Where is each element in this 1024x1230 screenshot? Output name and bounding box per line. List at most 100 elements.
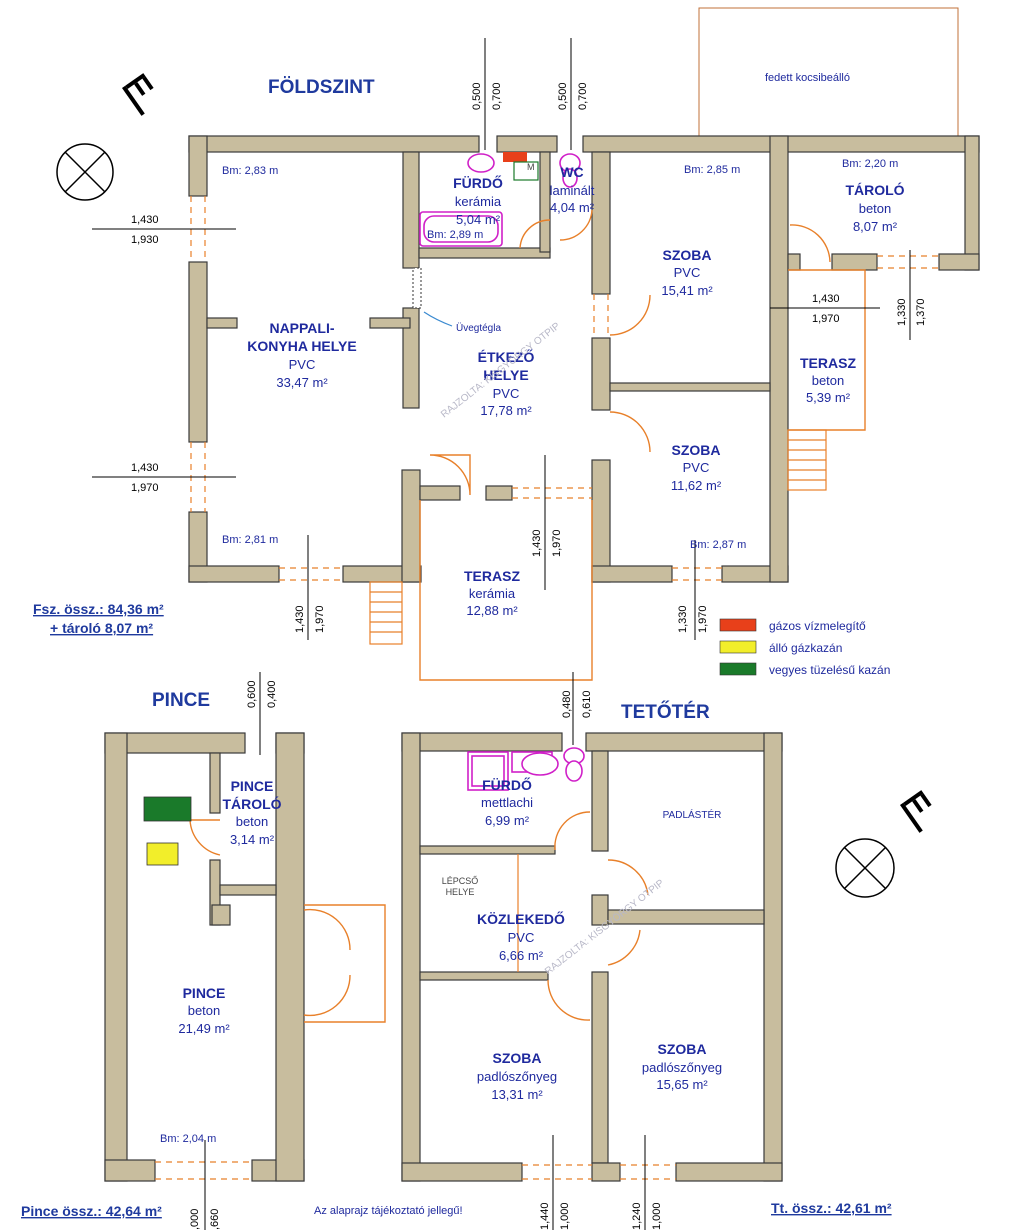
dim-top-wc-a: 0,500 <box>557 82 569 110</box>
dim-stair-b: 0,610 <box>581 690 593 718</box>
attic-fixtures <box>467 747 585 791</box>
room-tarolo-name: TÁROLÓ <box>845 181 904 198</box>
attic-szoba1-area: 13,31 m² <box>491 1087 543 1102</box>
north-arrow-icon <box>122 73 154 116</box>
room-furdo-name: FÜRDŐ <box>453 174 503 191</box>
bm-tarolo: Bm: 2,20 m <box>842 158 898 170</box>
room-etkezo-name1: ÉTKEZŐ <box>478 348 535 365</box>
attic-szoba1-floor: padlószőnyeg <box>477 1069 557 1084</box>
basement-tarolo-name2: TÁROLÓ <box>222 795 281 812</box>
bm-szoba-top: Bm: 2,85 m <box>684 164 740 176</box>
dim-left-upper-top: 1,430 <box>131 214 159 226</box>
room-szoba2-area: 11,62 m² <box>671 478 722 493</box>
disclaimer: Az alaprajz tájékoztató jellegű! <box>314 1205 463 1217</box>
basement-dim-bottom-a: ,000 <box>189 1209 201 1230</box>
boiler-label: M <box>527 162 535 172</box>
ground-summary: Fsz. össz.: 84,36 m² <box>33 601 164 617</box>
ground-dimension-lines <box>92 38 911 745</box>
room-terasz-main-name: TERASZ <box>464 568 520 584</box>
dim-center-a: 1,430 <box>531 529 543 557</box>
legend-swatch-1 <box>719 618 757 632</box>
ground-summary-storage: + tároló 8,07 m² <box>50 620 153 636</box>
attic-kozlekedo-floor: PVC <box>508 930 535 945</box>
basement-windows <box>155 1161 252 1180</box>
room-nappali-name2: KONYHA HELYE <box>247 338 356 354</box>
basement-pince-area: 21,49 m² <box>178 1021 230 1036</box>
basement-bm: Bm: 2,04 m <box>160 1133 216 1145</box>
attic-szoba1-name: SZOBA <box>493 1050 542 1066</box>
dim-top-bath-b: 0,700 <box>491 82 503 110</box>
attic-windows <box>522 1164 676 1180</box>
room-wc-floor: laminált <box>550 183 595 198</box>
watermark-attic: RAJZOLTA: KISGYÖRGY OTPIP <box>542 877 666 978</box>
room-etkezo-name2: HELYE <box>483 367 528 383</box>
room-szoba1-area: 15,41 m² <box>661 283 713 298</box>
room-szoba2-floor: PVC <box>683 460 710 475</box>
room-wc-name: WC <box>560 164 583 180</box>
legend: gázos vízmelegítő álló gázkazán vegyes t… <box>719 618 890 677</box>
attic-kozlekedo-area: 6,66 m² <box>499 948 544 963</box>
basement-summary: Pince össz.: 42,64 m² <box>21 1203 162 1219</box>
basement-dim-top-a: 0,600 <box>246 680 258 708</box>
glass-block-label: Üvegtégla <box>456 322 501 334</box>
compass-icon-2 <box>835 838 895 898</box>
attic-furdo-area: 6,99 m² <box>485 813 530 828</box>
room-terasz-side-area: 5,39 m² <box>806 390 851 405</box>
dim-bottom-right-b: 1,970 <box>697 605 709 633</box>
carport-label: fedett kocsibeálló <box>765 72 850 84</box>
ground-stairs <box>369 429 827 645</box>
room-etkezo-area: 17,78 m² <box>480 403 532 418</box>
attic-summary: Tt. össz.: 42,61 m² <box>771 1200 892 1216</box>
legend-label-2: álló gázkazán <box>769 641 842 655</box>
room-terasz-side-floor: beton <box>812 373 845 388</box>
legend-swatch-2 <box>719 640 757 654</box>
ground-fixtures: M <box>419 152 581 247</box>
dim-left-lower-bottom: 1,970 <box>131 482 159 494</box>
mixed-fuel-boiler <box>143 796 192 822</box>
legend-label-1: gázos vízmelegítő <box>769 619 866 633</box>
dim-left-lower-top: 1,430 <box>131 462 159 474</box>
room-szoba1-floor: PVC <box>674 265 701 280</box>
glass-block-wall <box>412 267 422 309</box>
basement-tarolo-name1: PINCE <box>231 778 274 794</box>
room-terasz-side-name: TERASZ <box>800 355 856 371</box>
attic-szoba2-area: 15,65 m² <box>656 1077 708 1092</box>
dim-right-horiz-bottom: 1,970 <box>812 313 840 325</box>
north-arrow-icon-2 <box>900 790 932 833</box>
legend-swatch-3 <box>719 662 757 676</box>
room-wc-area: 4,04 m² <box>550 200 595 215</box>
basement-tarolo-area: 3,14 m² <box>230 832 275 847</box>
attic-szoba2-floor: padlószőnyeg <box>642 1060 722 1075</box>
attic-dim-bottom-r-a: 1,240 <box>631 1202 643 1230</box>
room-etkezo-floor: PVC <box>493 386 520 401</box>
dim-bottom-left-a: 1,430 <box>294 605 306 633</box>
attic-walls <box>401 732 783 1182</box>
compass-icon <box>56 143 114 201</box>
ground-floor-title: FÖLDSZINT <box>268 77 375 98</box>
basement-walls <box>104 732 305 1182</box>
attic-dim-bottom-l-a: 1,440 <box>539 1202 551 1230</box>
room-terasz-main-floor: kerámia <box>469 586 516 601</box>
attic-dim-bottom-l-b: 1,000 <box>559 1202 571 1230</box>
room-szoba1-name: SZOBA <box>663 247 712 263</box>
basement-tarolo-floor: beton <box>236 814 269 829</box>
dim-stair-a: 0,480 <box>561 690 573 718</box>
dim-right-vert-a: 1,330 <box>896 298 908 326</box>
dim-center-b: 1,970 <box>551 529 563 557</box>
attic-lepcso-name2: HELYE <box>446 887 475 897</box>
basement-pince-name: PINCE <box>183 985 226 1001</box>
dim-right-horiz-top: 1,430 <box>812 293 840 305</box>
bm-szoba-bottom: Bm: 2,87 m <box>690 539 746 551</box>
bm-nappali-top: Bm: 2,83 m <box>222 165 278 177</box>
room-tarolo-area: 8,07 m² <box>853 219 898 234</box>
attic-kozlekedo-name: KÖZLEKEDŐ <box>477 910 565 927</box>
ground-walls <box>188 135 980 583</box>
bm-furdo: Bm: 2,89 m <box>427 229 483 241</box>
dim-top-wc-b: 0,700 <box>577 82 589 110</box>
room-nappali-floor: PVC <box>289 357 316 372</box>
room-szoba2-name: SZOBA <box>672 442 721 458</box>
bm-nappali-bottom: Bm: 2,81 m <box>222 534 278 546</box>
legend-label-3: vegyes tüzelésű kazán <box>769 663 890 677</box>
attic-padlaster-name: PADLÁSTÉR <box>663 808 722 821</box>
